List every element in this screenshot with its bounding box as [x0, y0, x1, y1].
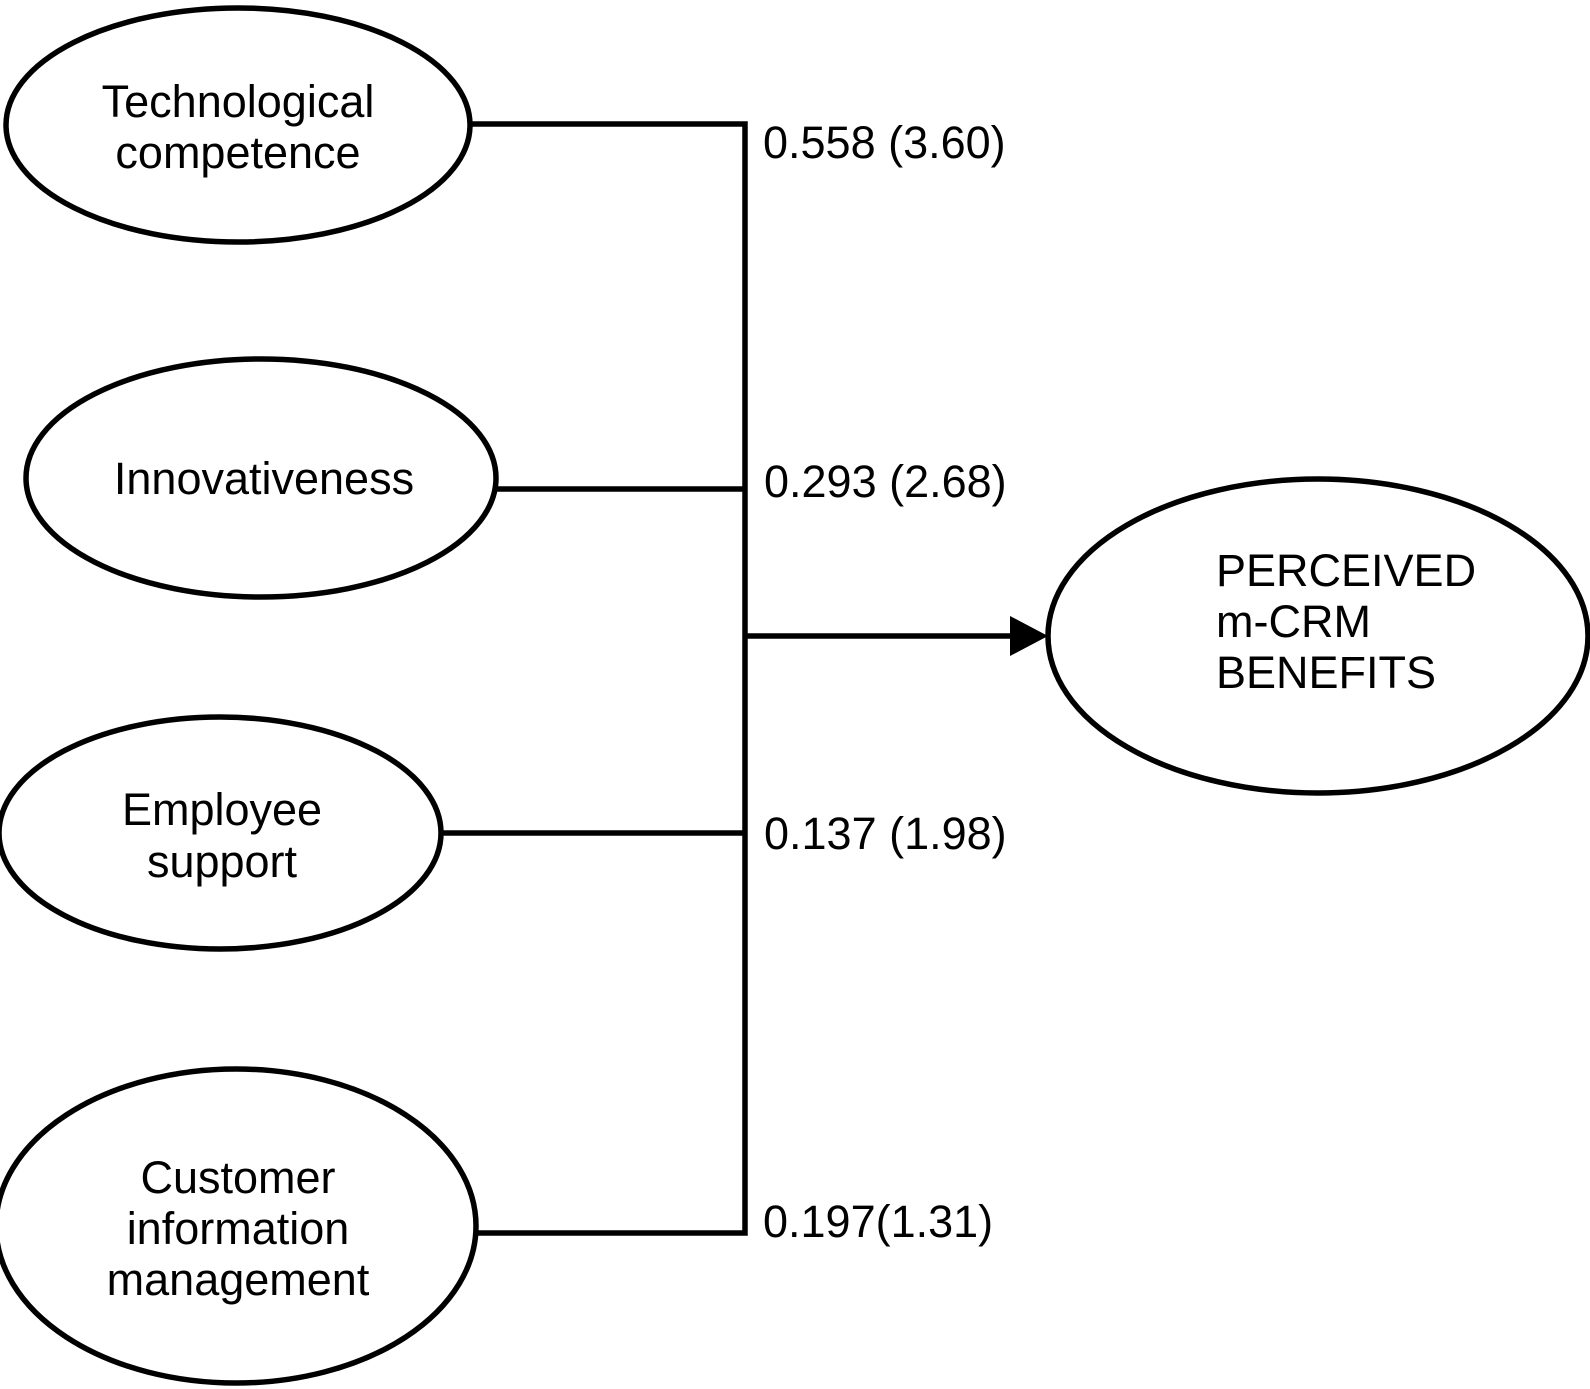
- node-perceived-mcrm-benefits: PERCEIVED m-CRM BENEFITS: [1045, 476, 1590, 796]
- node-employee-support: Employee support: [0, 714, 444, 952]
- connector-trunk: [468, 121, 748, 1236]
- ellipse-technological-competence: [3, 5, 473, 245]
- ellipse-innovativeness: [23, 356, 499, 600]
- node-label-line: Customer: [140, 1152, 335, 1203]
- node-label-line: Technological: [102, 76, 375, 127]
- arrowhead-icon: [1010, 616, 1048, 656]
- node-label-line: Employee: [122, 784, 322, 835]
- coefficient-label-innovativeness: 0.293 (2.68): [764, 456, 1007, 507]
- outcome-label-line: m-CRM: [1216, 596, 1371, 647]
- ellipse-perceived-mcrm-benefits: [1045, 476, 1590, 796]
- ellipse-employee-support: [0, 714, 444, 952]
- node-customer-information-management: Customer information management: [0, 1066, 479, 1386]
- node-label-line: support: [147, 836, 298, 887]
- node-label-line: management: [107, 1254, 370, 1305]
- node-label-line: competence: [115, 127, 360, 178]
- coefficient-label-technological-competence: 0.558 (3.60): [763, 117, 1006, 168]
- outcome-label-line: BENEFITS: [1216, 647, 1436, 698]
- outcome-label-line: PERCEIVED: [1216, 545, 1476, 596]
- node-label-line: information: [127, 1203, 350, 1254]
- coefficient-label-employee-support: 0.137 (1.98): [764, 808, 1007, 859]
- node-label-line: Innovativeness: [114, 453, 414, 504]
- node-technological-competence: Technological competence: [3, 5, 473, 245]
- coefficient-label-customer-information-management: 0.197(1.31): [763, 1196, 993, 1247]
- ellipse-customer-information-management: [0, 1066, 479, 1386]
- node-innovativeness: Innovativeness: [23, 356, 499, 600]
